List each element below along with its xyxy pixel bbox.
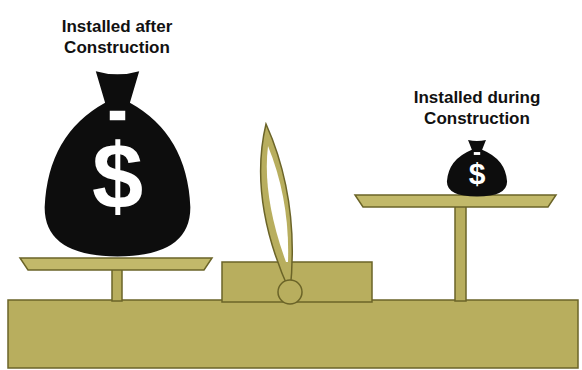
money-bag-node: Installed during Construction$	[445, 139, 509, 197]
scale-needle	[261, 124, 293, 292]
pan-stem	[112, 268, 122, 301]
needle-highlight	[267, 146, 288, 262]
bag-heading: Installed during Construction	[389, 88, 565, 129]
bag-tag	[474, 152, 480, 155]
dollar-sign: $	[445, 159, 509, 189]
bag-tag	[110, 111, 126, 121]
needle-pivot	[278, 280, 302, 304]
scale-base	[8, 300, 578, 368]
scale-pan	[355, 195, 556, 207]
money-bag-node: Installed after Construction$	[40, 68, 195, 258]
scale-pan	[20, 258, 212, 270]
bag-heading: Installed after Construction	[32, 17, 202, 58]
dollar-sign: $	[40, 130, 195, 222]
pan-stem	[455, 205, 466, 301]
